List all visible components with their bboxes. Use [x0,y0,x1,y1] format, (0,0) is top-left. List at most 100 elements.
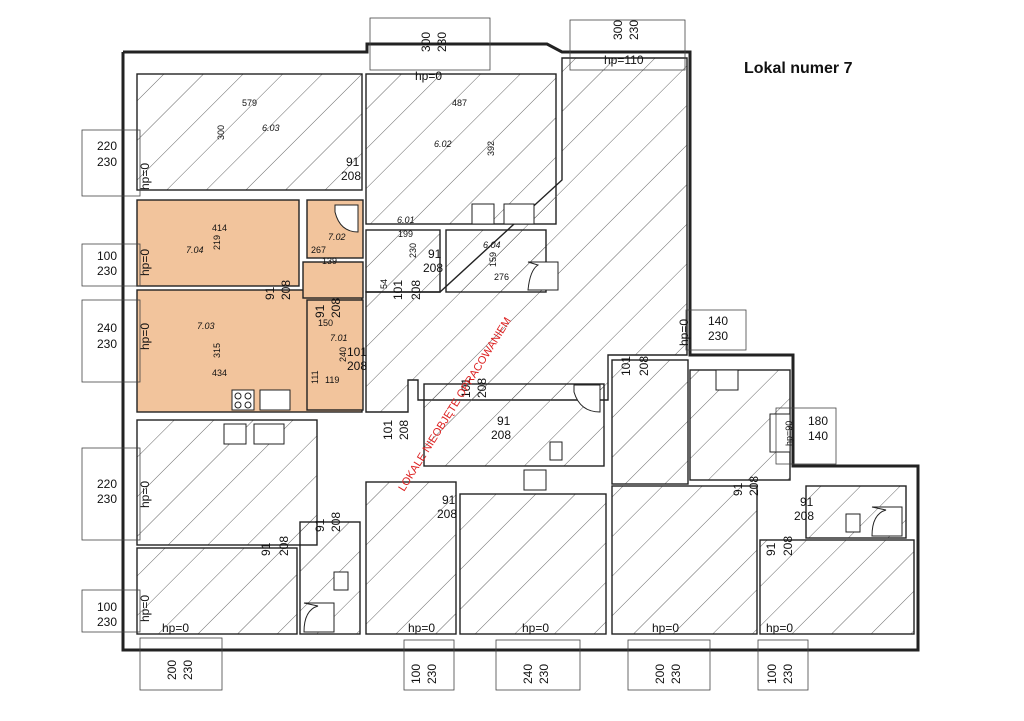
window-hp: hp=0 [138,323,152,350]
window-height: 230 [97,264,117,278]
svg-text:414: 414 [212,223,227,233]
window-height: 230 [97,492,117,506]
window-height: 140 [808,429,828,443]
window-box [369,17,491,71]
door-label: 91 [731,482,745,496]
window-height: 230 [181,660,195,680]
window-box [81,129,141,197]
door-label: 101 [381,420,395,440]
door-label: 101 [459,378,473,398]
svg-text:91: 91 [346,155,360,169]
door-label: 208 [277,536,291,556]
window-width: 180 [808,414,828,428]
door-label: 208 [637,356,651,376]
window-hp: hp=0 [138,595,152,622]
room-dimensions: 579 300 487 392 414 219 267 139 199 230 … [212,98,509,385]
door-label: 91 [263,286,277,300]
window-height: 230 [425,664,439,684]
window-height: 230 [781,664,795,684]
outer-walls [121,42,920,652]
room-number: 6.01 [397,215,415,225]
window-box [757,639,809,691]
window-box [81,447,141,541]
room-number: 7.02 [328,232,346,242]
window-labels: 300 230 hp=0 300 230 hp=110 220 230 hp=0… [97,20,828,684]
svg-text:392: 392 [486,141,496,156]
room-right-center [611,359,689,485]
window-height: 230 [627,20,641,40]
svg-text:101: 101 [347,345,367,359]
door-label: 91 [313,304,327,318]
svg-text:111: 111 [310,370,320,384]
svg-text:267: 267 [311,245,326,255]
door-label: 208 [781,536,795,556]
room-number: 7.01 [330,333,348,343]
door-label: 208 [279,280,293,300]
window-width: 220 [97,139,117,153]
window-hp: hp=0 [138,163,152,190]
window-boxes [81,17,837,691]
door-label: 91 [259,542,273,556]
window-width: 220 [97,477,117,491]
door-label: 101 [391,280,405,300]
window-hp: hp=90 [784,421,794,446]
window-height: 230 [97,615,117,629]
svg-text:91: 91 [800,495,814,509]
stove-icon [471,203,495,225]
window-box [627,639,711,691]
window-height: 230 [669,664,683,684]
svg-text:208: 208 [347,359,367,373]
svg-text:300: 300 [216,125,226,140]
sink-icon [259,389,291,411]
room-6-03 [136,73,363,191]
svg-text:139: 139 [322,256,337,266]
svg-text:208: 208 [491,428,511,442]
window-width: 240 [97,321,117,335]
window-hp: hp=0 [522,621,549,635]
window-width: 300 [611,20,625,40]
toilet-icon [333,571,349,591]
window-width: 100 [409,664,423,684]
svg-text:434: 434 [212,368,227,378]
room-right-bottom2 [759,539,915,635]
window-hp: hp=0 [677,319,691,346]
door-label: 208 [397,420,411,440]
room-number: 6.03 [262,123,280,133]
window-height: 230 [435,32,449,52]
door-label: 101 [619,356,633,376]
window-box [81,299,141,383]
shower-icon [303,602,335,633]
room-numbers: 6.03 6.02 6.01 6.04 7.04 7.03 7.02 7.01 [186,123,501,343]
room-7-02b [302,261,364,299]
room-7-04 [136,199,300,287]
door-label: 208 [747,476,761,496]
shower-icon [871,506,903,537]
window-width: 100 [97,249,117,263]
window-width: 200 [165,660,179,680]
room-number: 7.04 [186,245,204,255]
room-right-bottom1 [611,485,758,635]
svg-text:54: 54 [379,279,389,289]
window-hp: hp=0 [652,621,679,635]
hatched-rooms [136,57,915,635]
shower-icon [334,204,359,233]
window-hp: hp=110 [604,53,644,67]
window-width: 200 [653,664,667,684]
sink-icon [253,423,285,445]
svg-text:91: 91 [442,493,456,507]
window-box [139,637,223,691]
svg-text:199: 199 [398,229,413,239]
window-hp: hp=0 [138,249,152,276]
door-label: 91 [313,518,327,532]
door-label: 208 [475,378,489,398]
toilet-icon [549,441,563,461]
room-number: 6.02 [434,139,452,149]
stove-icon [715,369,739,391]
room-7-01 [306,299,364,411]
